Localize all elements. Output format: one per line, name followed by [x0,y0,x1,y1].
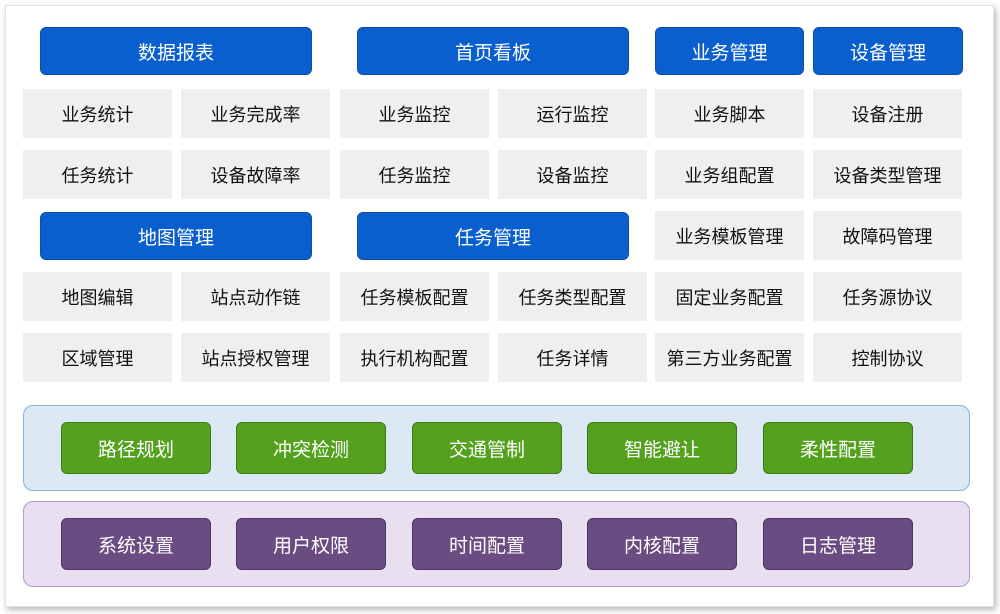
user-permissions-pill: 用户权限 [236,518,386,570]
cell-business-group-config: 业务组配置 [655,150,804,199]
business-management-header: 业务管理 [655,27,804,75]
cell-task-statistics: 任务统计 [23,150,172,199]
cell-device-type-management: 设备类型管理 [813,150,962,199]
conflict-detection-pill: 冲突检测 [236,422,386,474]
map-management-header: 地图管理 [40,212,312,260]
device-management-header: 设备管理 [813,27,963,75]
task-management-header: 任务管理 [357,212,629,260]
traffic-control-pill: 交通管制 [412,422,562,474]
cell-task-source-protocol: 任务源协议 [813,272,962,321]
cell-station-action-chain: 站点动作链 [181,272,330,321]
system-settings-pill: 系统设置 [61,518,211,570]
cell-map-editing: 地图编辑 [23,272,172,321]
cell-task-details: 任务详情 [498,333,647,382]
cell-business-monitoring: 业务监控 [340,89,489,138]
log-management-pill: 日志管理 [763,518,913,570]
cell-task-type-config: 任务类型配置 [498,272,647,321]
data-report-header: 数据报表 [40,27,312,75]
cell-device-monitoring: 设备监控 [498,150,647,199]
path-planning-pill: 路径规划 [61,422,211,474]
kernel-config-pill: 内核配置 [587,518,737,570]
cell-task-template-config: 任务模板配置 [340,272,489,321]
cell-fault-code-management: 故障码管理 [813,211,962,260]
cell-device-failure-rate: 设备故障率 [181,150,330,199]
time-config-pill: 时间配置 [412,518,562,570]
cell-third-party-business-config: 第三方业务配置 [655,333,804,382]
cell-business-statistics: 业务统计 [23,89,172,138]
cell-business-completion-rate: 业务完成率 [181,89,330,138]
cell-task-monitoring: 任务监控 [340,150,489,199]
cell-area-management: 区域管理 [23,333,172,382]
home-board-header: 首页看板 [357,27,629,75]
cell-business-template-management: 业务模板管理 [655,211,804,260]
cell-business-script: 业务脚本 [655,89,804,138]
flexible-config-pill: 柔性配置 [763,422,913,474]
cell-actuator-config: 执行机构配置 [340,333,489,382]
cell-control-protocol: 控制协议 [813,333,962,382]
cell-operation-monitoring: 运行监控 [498,89,647,138]
cell-station-authorization-management: 站点授权管理 [181,333,330,382]
smart-avoidance-pill: 智能避让 [587,422,737,474]
cell-fixed-business-config: 固定业务配置 [655,272,804,321]
cell-device-registration: 设备注册 [813,89,962,138]
